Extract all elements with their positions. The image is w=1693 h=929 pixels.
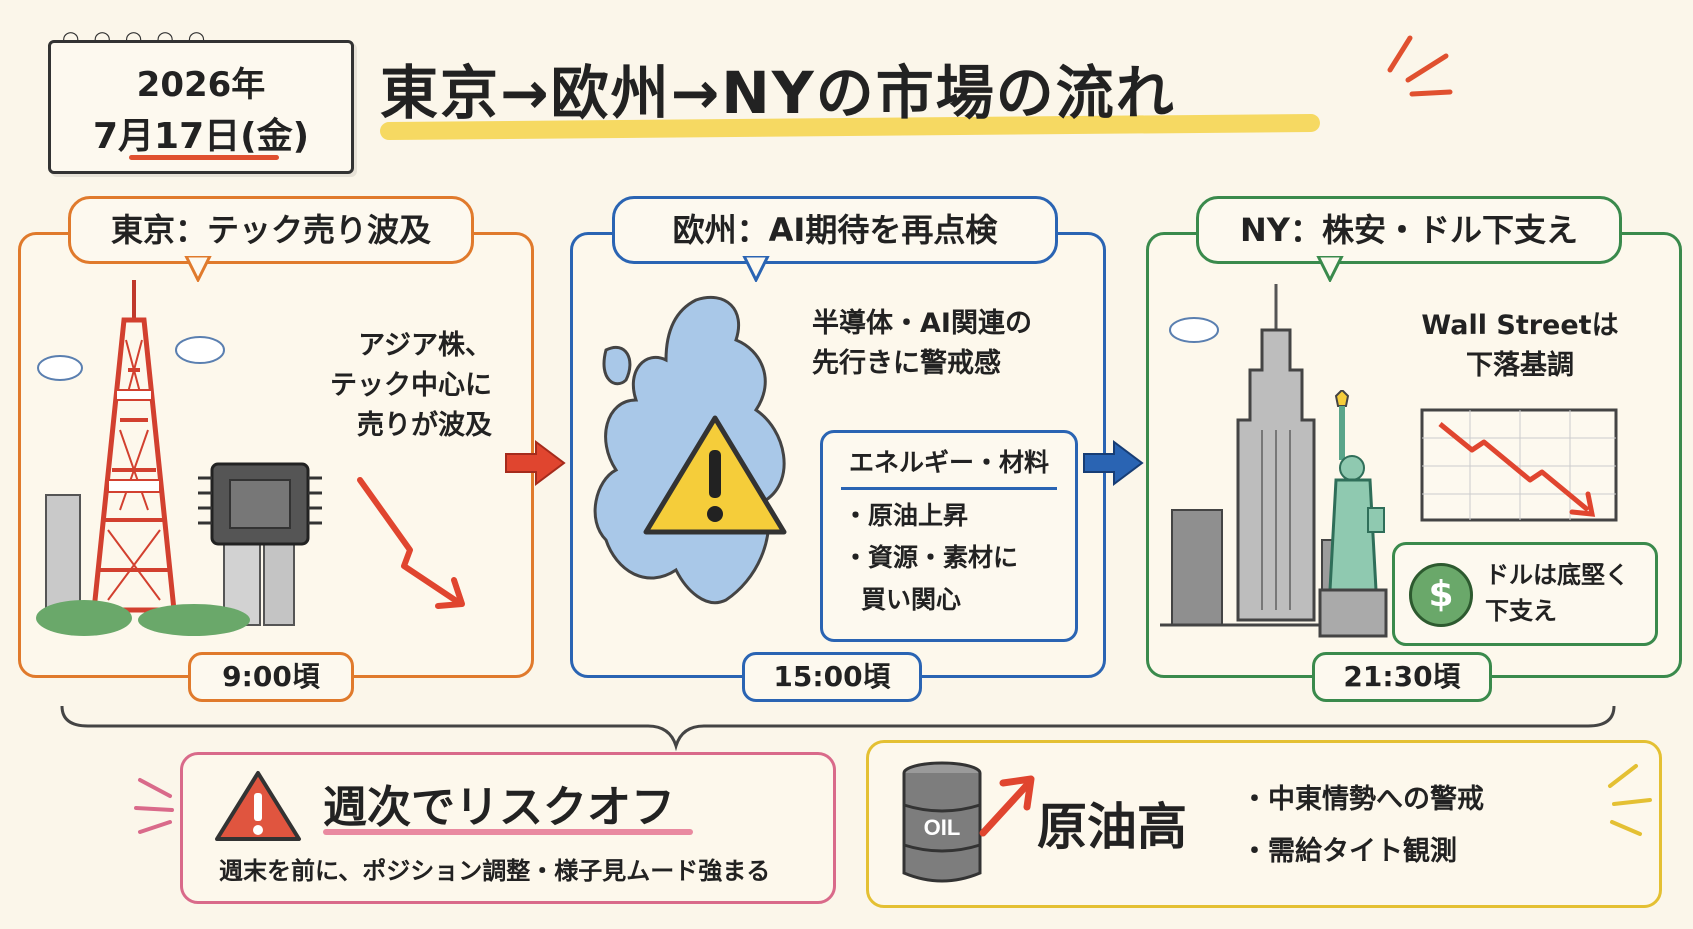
date-underline — [129, 155, 279, 160]
ny-bubble-tail — [1316, 256, 1344, 282]
ny-label: NY：株安・ドル下支え — [1196, 196, 1622, 264]
oil-item: ・中東情勢への警戒 — [1241, 784, 1484, 815]
tokyo-text-line: アジア株、 — [358, 330, 492, 361]
risk-underline — [323, 829, 693, 835]
emphasis-marks-icon — [1608, 764, 1652, 836]
page-title: 東京→欧州→NYの市場の流れ — [380, 59, 1176, 127]
down-arrow-icon — [357, 477, 465, 609]
flow-arrow-icon — [505, 440, 566, 486]
warning-icon — [215, 771, 301, 841]
flow-arrow-icon — [1083, 440, 1144, 486]
ny-text-line: 下落基調 — [1466, 350, 1574, 381]
dollar-coin-icon: $ — [1409, 563, 1473, 627]
emphasis-marks-icon — [1387, 35, 1453, 97]
risk-off-box: 週次でリスクオフ 週末を前に、ポジション調整・様子見ムード強まる — [180, 752, 836, 904]
date-card: 2026年 7月17日(金) — [48, 40, 354, 174]
tokyo-bubble-tail — [184, 256, 212, 282]
dollar-text: ドルは底堅く 下支え — [1485, 557, 1629, 629]
energy-divider — [841, 487, 1057, 490]
oil-box: OIL 原油高 ・中東情勢への警戒 ・需給タイト観測 — [866, 740, 1662, 908]
ny-text: Wall Streetは 下落基調 — [1390, 306, 1650, 386]
energy-item: 買い関心 — [861, 585, 962, 614]
ny-text-line: Wall Streetは — [1421, 310, 1619, 341]
tokyo-time: 9:00頃 — [188, 652, 354, 702]
summary-brace — [60, 705, 1616, 752]
europe-time: 15:00頃 — [742, 652, 922, 702]
date-year: 2026年 — [136, 65, 266, 105]
energy-box: エネルギー・材料 ・原油上昇 ・資源・素材に 買い関心 — [820, 430, 1078, 642]
dollar-text-line: ドルは底堅く — [1485, 561, 1629, 589]
energy-title: エネルギー・材料 — [848, 448, 1049, 477]
oil-barrel-icon: OIL — [902, 761, 982, 883]
stock-chart-icon — [1420, 408, 1618, 522]
tokyo-text-line: テック中心に — [330, 370, 492, 401]
energy-item: ・資源・素材に — [843, 543, 1019, 572]
tokyo-text-line: 売りが波及 — [357, 410, 492, 441]
tokyo-text: アジア株、 テック中心に 売りが波及 — [292, 326, 492, 446]
europe-text: 半導体・AI関連の 先行きに警戒感 — [812, 304, 1092, 384]
dollar-text-line: 下支え — [1485, 597, 1557, 625]
oil-item: ・需給タイト観測 — [1241, 836, 1457, 867]
oil-barrel-label: OIL — [924, 815, 961, 840]
statue-of-liberty-icon — [1318, 390, 1388, 638]
warning-icon — [643, 415, 787, 535]
europe-text-line: 先行きに警戒感 — [812, 348, 1001, 379]
date-day: 7月17日(金) — [92, 116, 310, 157]
europe-label: 欧州：AI期待を再点検 — [612, 196, 1058, 264]
up-arrow-icon — [979, 775, 1035, 837]
europe-bubble-tail — [742, 256, 770, 282]
ny-time: 21:30頃 — [1312, 652, 1492, 702]
europe-text-line: 半導体・AI関連の — [812, 308, 1032, 339]
dollar-box: $ ドルは底堅く 下支え — [1392, 542, 1658, 646]
oil-title: 原油高 — [1037, 798, 1187, 856]
risk-subtitle: 週末を前に、ポジション調整・様子見ムード強まる — [219, 857, 771, 885]
risk-title: 週次でリスクオフ — [323, 782, 675, 833]
energy-item: ・原油上昇 — [843, 501, 969, 530]
emphasis-marks-icon — [134, 778, 174, 834]
tokyo-label: 東京：テック売り波及 — [68, 196, 474, 264]
chip-icon — [198, 462, 322, 546]
